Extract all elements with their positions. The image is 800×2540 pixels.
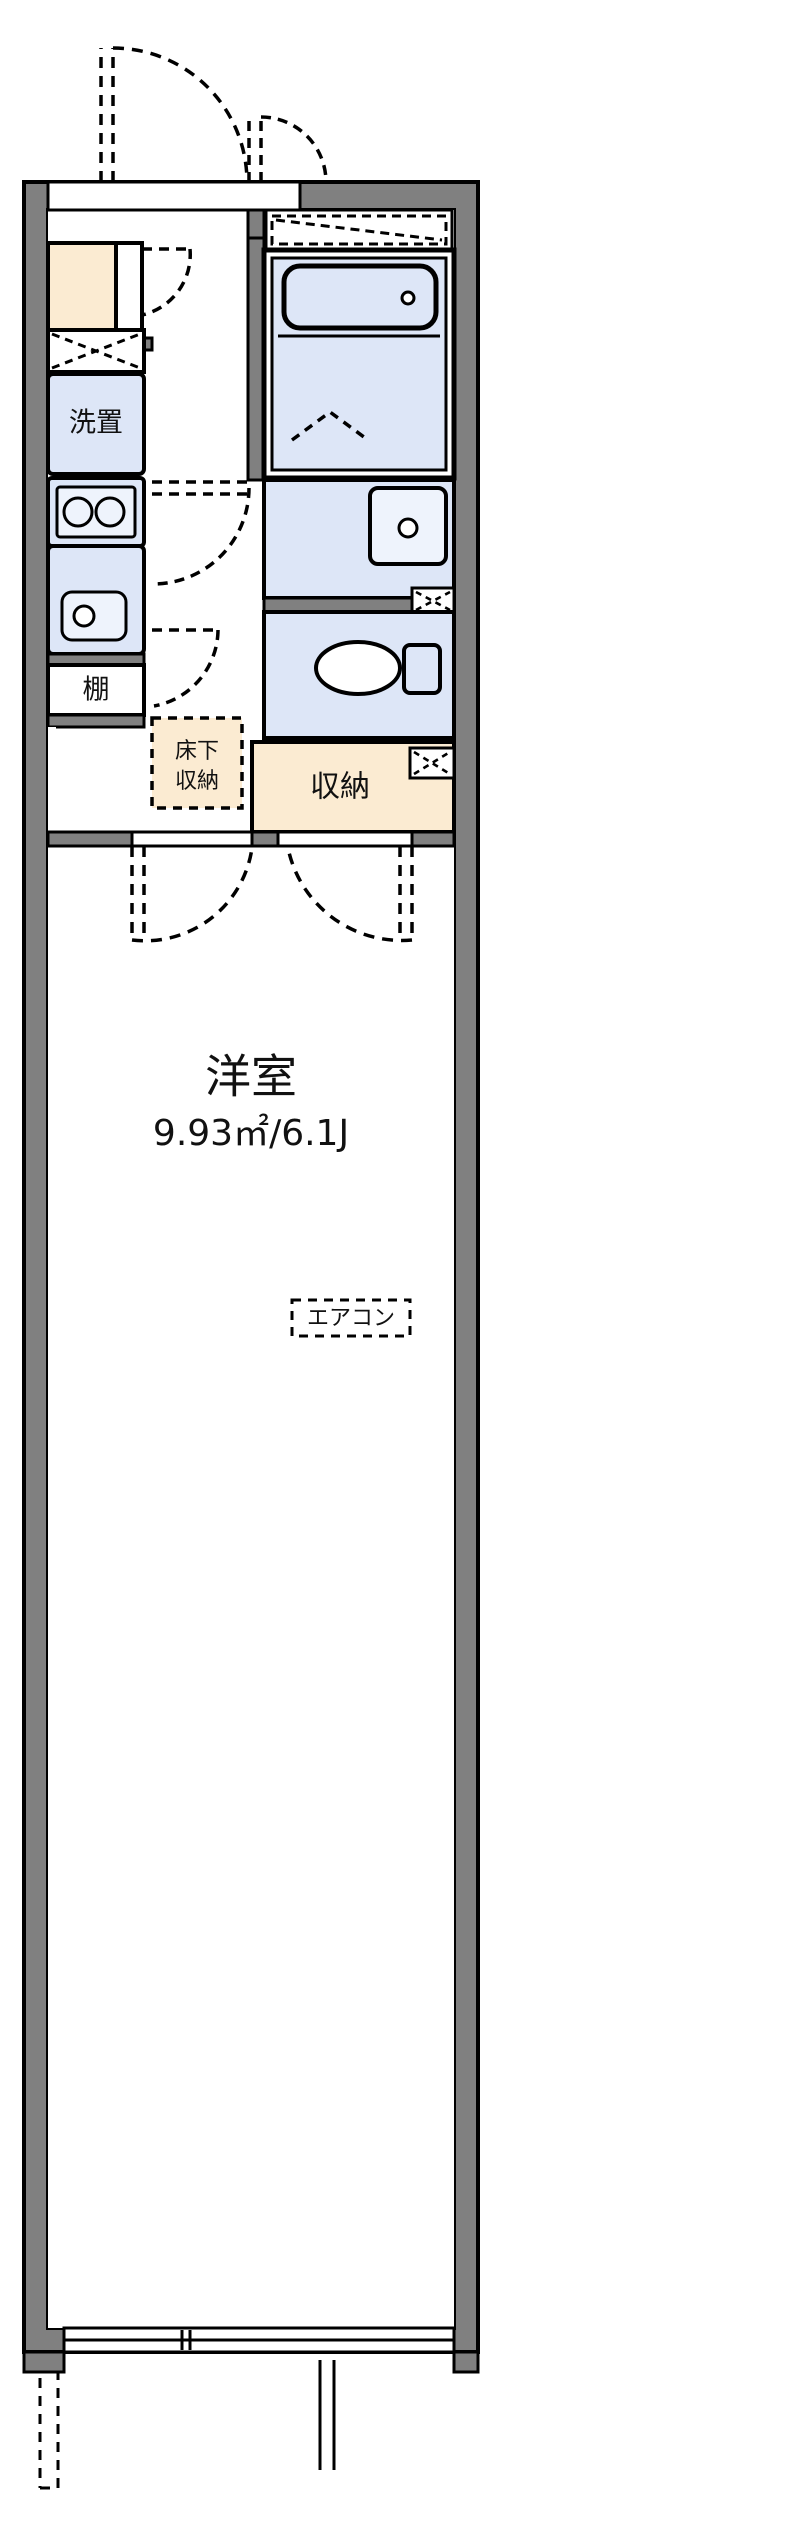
room-door-swing-right[interactable] [286, 846, 414, 943]
entry-threshold [46, 180, 302, 212]
kitchen-stove [46, 476, 146, 548]
shoe-cabinet-door-swing[interactable] [141, 247, 192, 317]
door-opening-left [130, 830, 254, 848]
balcony-rail-right [318, 2360, 336, 2470]
closet: 収納 [250, 740, 456, 834]
under-floor-storage: 床下 収納 [150, 716, 244, 810]
wall-seg-left-lower [48, 727, 56, 835]
wall-hall-bath-top [246, 208, 266, 240]
shelf-label: 棚 [83, 675, 110, 706]
room-door-swing-left[interactable] [130, 846, 254, 943]
under-floor-storage-label-1: 床下 [175, 739, 219, 764]
bath-unit [261, 247, 457, 481]
bath-door-swing-top[interactable] [247, 115, 328, 183]
bath-window [264, 208, 454, 252]
air-conditioner-label: エアコン [307, 1306, 395, 1331]
balcony-outline [38, 2360, 60, 2490]
wall-nub-bottom-right [452, 2350, 480, 2374]
entrance-door-swing[interactable] [99, 46, 249, 183]
washer-label: 洗置 [69, 408, 123, 439]
door-opening-right [276, 830, 414, 848]
under-floor-storage-label-2: 収納 [175, 769, 219, 794]
kitchen-door-swing-lower[interactable] [152, 628, 220, 708]
washing-machine-space: 洗置 [46, 372, 146, 476]
shoe-cabinet [46, 241, 144, 340]
closet-label: 収納 [310, 770, 370, 805]
washroom-vanity-area [262, 478, 456, 600]
wall-seg-shelf-bottom [46, 713, 146, 729]
window-vent-left [46, 328, 146, 374]
toilet-room [262, 610, 456, 740]
shelf-box: 棚 [46, 663, 146, 717]
main-room-floor [48, 1345, 454, 2328]
kitchen-door-swing-upper[interactable] [152, 480, 251, 586]
main-room-label: 洋室 [205, 1050, 297, 1104]
main-room-area-label: 9.93㎡/6.1J [153, 1112, 349, 1154]
window-mullion [64, 2330, 454, 2350]
wall-nub-bottom-left [22, 2350, 66, 2374]
air-conditioner: エアコン [290, 1298, 412, 1338]
kitchen-sink [46, 544, 146, 656]
